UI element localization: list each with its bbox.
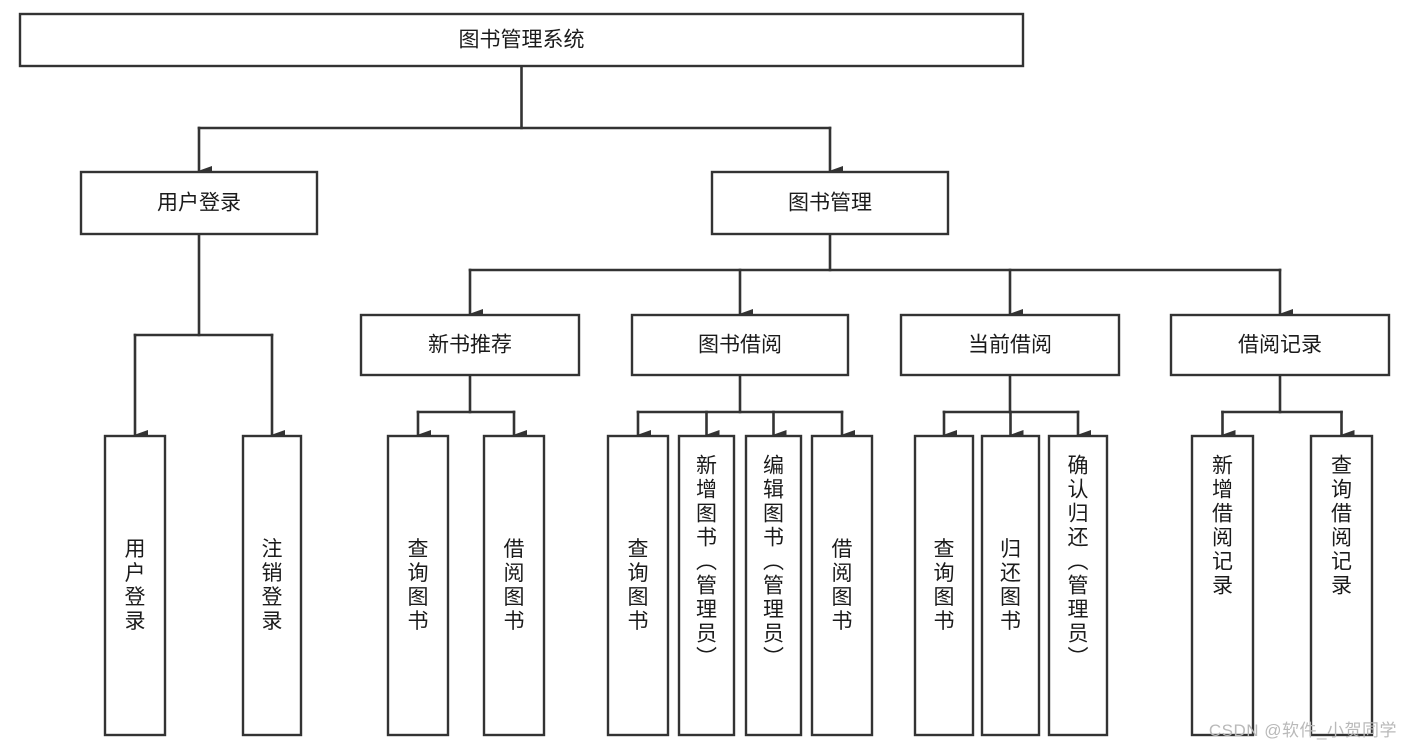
- node-label-root-图书管理系统: 图书管理系统: [459, 29, 585, 52]
- node-labels: 图书管理系统用户登录图书管理新书推荐图书借阅当前借阅借阅记录用户登录注销登录查询…: [125, 29, 1353, 670]
- node-label-leaf-查询图书: 查询图书: [628, 538, 649, 633]
- node-label-leaf-归还图书: 归还图书: [1000, 538, 1021, 633]
- node-box-leaf-7[interactable]: [810, 434, 874, 737]
- node-label-leaf-新增借阅记录: 新增借阅记录: [1212, 455, 1233, 598]
- node-box-leaf-6[interactable]: [744, 434, 803, 737]
- node-box-leaf-11[interactable]: [1190, 434, 1255, 737]
- node-label-leaf-新增图书管理员: 新增图书︵管理员︶: [696, 455, 717, 670]
- node-label-leaf-确认归还管理员: 确认归还︵管理员︶: [1068, 455, 1089, 670]
- node-label-leaf-借阅图书: 借阅图书: [832, 538, 853, 633]
- connector-lines: [133, 64, 1355, 440]
- node-label-leaf-用户登录: 用户登录: [125, 538, 146, 633]
- node-box-leaf-1[interactable]: [241, 434, 303, 737]
- node-label-level3-新书推荐: 新书推荐: [428, 334, 512, 357]
- node-box-root-0[interactable]: [18, 12, 1025, 68]
- node-box-leaf-4[interactable]: [606, 434, 670, 737]
- node-label-leaf-查询借阅记录: 查询借阅记录: [1331, 455, 1352, 598]
- node-boxes: [18, 12, 1391, 737]
- node-label-leaf-编辑图书管理员: 编辑图书︵管理员︶: [763, 455, 784, 670]
- node-label-level2-图书管理: 图书管理: [788, 192, 872, 215]
- node-box-level3-0[interactable]: [359, 313, 581, 377]
- node-box-leaf-8[interactable]: [913, 434, 975, 737]
- node-label-leaf-查询图书: 查询图书: [408, 538, 429, 633]
- node-box-level3-2[interactable]: [899, 313, 1121, 377]
- node-box-level3-3[interactable]: [1169, 313, 1391, 377]
- node-label-leaf-注销登录: 注销登录: [262, 538, 283, 633]
- node-box-leaf-0[interactable]: [103, 434, 167, 737]
- node-label-leaf-借阅图书: 借阅图书: [504, 538, 525, 633]
- node-box-leaf-9[interactable]: [980, 434, 1041, 737]
- node-label-level3-图书借阅: 图书借阅: [698, 334, 782, 357]
- node-label-level2-用户登录: 用户登录: [157, 192, 241, 215]
- node-label-level3-当前借阅: 当前借阅: [968, 334, 1052, 357]
- node-box-leaf-10[interactable]: [1047, 434, 1109, 737]
- node-box-level2-0[interactable]: [79, 170, 319, 236]
- node-box-leaf-2[interactable]: [386, 434, 450, 737]
- node-label-leaf-查询图书: 查询图书: [934, 538, 955, 633]
- node-box-leaf-12[interactable]: [1309, 434, 1374, 737]
- node-box-leaf-5[interactable]: [677, 434, 736, 737]
- node-label-level3-借阅记录: 借阅记录: [1238, 334, 1322, 357]
- node-box-level2-1[interactable]: [710, 170, 950, 236]
- node-box-leaf-3[interactable]: [482, 434, 546, 737]
- node-box-level3-1[interactable]: [630, 313, 850, 377]
